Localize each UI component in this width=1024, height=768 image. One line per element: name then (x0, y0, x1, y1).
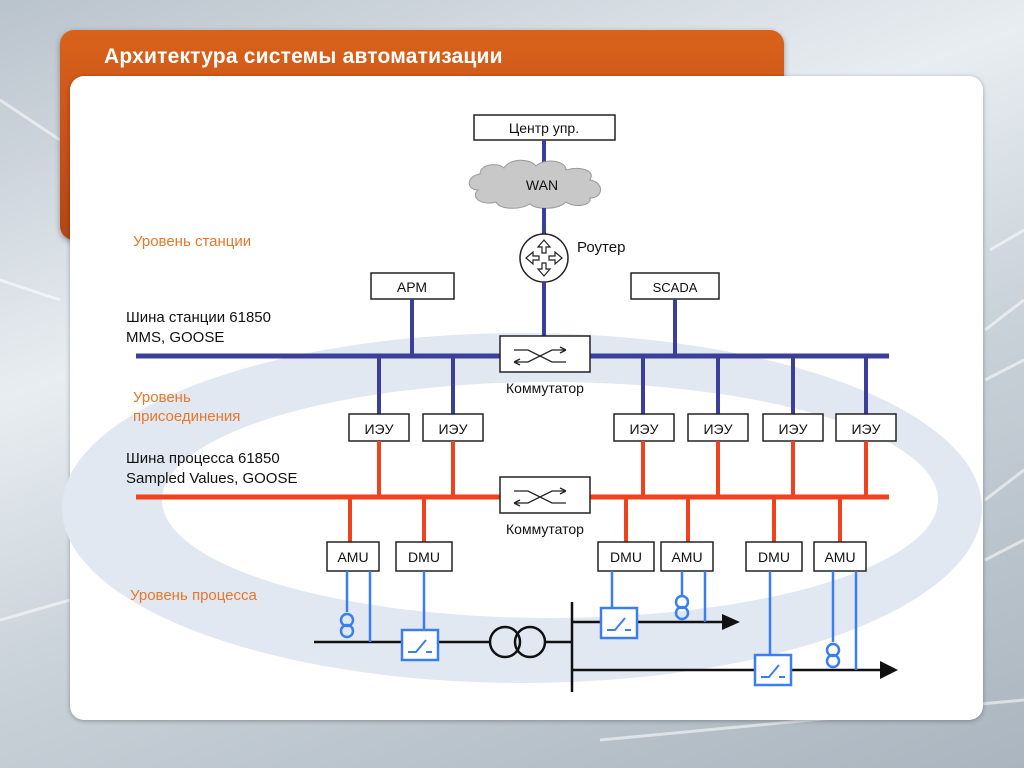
process-switch-label: Коммутатор (506, 521, 584, 537)
level-bay-label-line1: Уровень (133, 389, 191, 406)
arrow-icon (722, 614, 740, 630)
ied-label: ИЭУ (851, 421, 880, 437)
ied-label: ИЭУ (364, 421, 393, 437)
breaker-icon (753, 653, 793, 687)
ied-station-links (377, 356, 868, 414)
ied-box: ИЭУ (687, 413, 749, 442)
ied-label: ИЭУ (629, 421, 658, 437)
ied-box: ИЭУ (762, 413, 824, 442)
level-process-label: Уровень процесса (130, 587, 258, 604)
amu-box: AMU (813, 541, 867, 572)
ied-label: ИЭУ (778, 421, 807, 437)
amu-box: AMU (326, 541, 380, 572)
amu-box: AMU (660, 541, 714, 572)
dmu-box: DMU (597, 541, 655, 572)
dmu-label: DMU (758, 549, 790, 565)
process-wiring (345, 571, 858, 670)
station-switch (499, 335, 591, 373)
ied-label: ИЭУ (438, 421, 467, 437)
ied-box: ИЭУ (422, 413, 484, 442)
level-station-label: Уровень станции (133, 233, 251, 250)
station-switch-label: Коммутатор (506, 380, 584, 396)
wan-cloud: WAN (468, 159, 601, 209)
amu-label: AMU (824, 549, 855, 565)
ied-box: ИЭУ (348, 413, 410, 442)
process-bus-label-line2: Sampled Values, GOOSE (126, 470, 297, 487)
wan-label: WAN (526, 177, 558, 193)
router-label: Роутер (577, 239, 625, 256)
breaker-icon (400, 628, 440, 662)
primary-circuit (314, 602, 884, 692)
page-title: Архитектура системы автоматизации (104, 45, 503, 68)
dmu-label: DMU (610, 549, 642, 565)
ied-label: ИЭУ (703, 421, 732, 437)
process-bus-label-line1: Шина процесса 61850 (126, 450, 280, 467)
ied-box: ИЭУ (835, 413, 897, 442)
arm-label: АРМ (397, 279, 427, 295)
arrow-icon (880, 661, 898, 679)
amu-label: AMU (671, 549, 702, 565)
station-bus-label-line2: MMS, GOOSE (126, 329, 224, 346)
arm-box: АРМ (370, 272, 455, 300)
ied-box: ИЭУ (613, 413, 675, 442)
breaker-icon (599, 606, 639, 640)
current-transformer-icon (674, 594, 690, 621)
dmu-box: DMU (395, 541, 453, 572)
level-bay-label-line2: присоединения (133, 408, 240, 425)
mu-links (348, 497, 842, 542)
dmu-label: DMU (408, 549, 440, 565)
scada-label: SCADA (653, 280, 698, 295)
control-center-box: Центр упр. (473, 114, 616, 141)
dmu-box: DMU (745, 541, 803, 572)
amu-label: AMU (337, 549, 368, 565)
control-center-label: Центр упр. (509, 120, 579, 136)
process-switch (499, 476, 591, 514)
scada-box: SCADA (630, 272, 720, 300)
station-bus-label-line1: Шина станции 61850 (126, 309, 271, 326)
current-transformer-icon (825, 642, 841, 669)
current-transformer-icon (339, 612, 355, 639)
router-icon (519, 233, 569, 283)
ied-process-links (377, 441, 868, 497)
transformer-icon (488, 625, 547, 659)
